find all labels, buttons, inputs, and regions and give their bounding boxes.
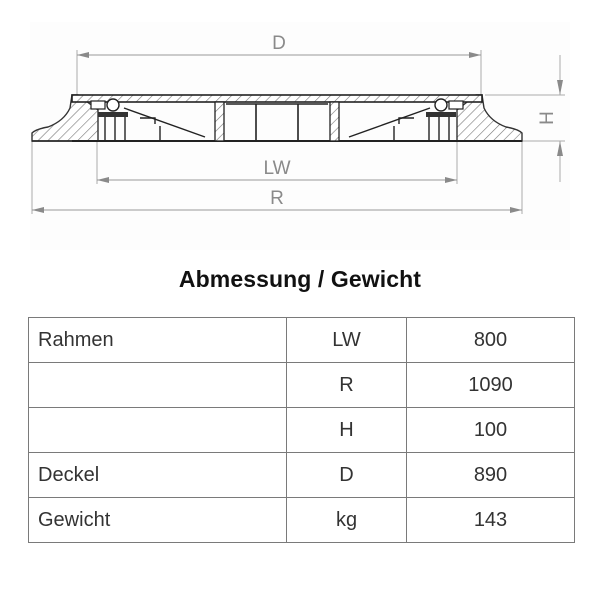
table-row: R 1090 <box>28 362 575 408</box>
symbol-cell: kg <box>286 497 407 543</box>
table-row: Rahmen LW 800 <box>28 317 575 363</box>
label-r: R <box>270 188 284 209</box>
symbol-cell: R <box>286 362 407 408</box>
dimension-lines <box>32 52 522 213</box>
value-cell: 143 <box>406 497 575 543</box>
extension-lines <box>31 50 565 214</box>
table-title: Abmessung / Gewicht <box>178 266 422 292</box>
part-cell <box>28 407 287 453</box>
table-row: H 100 <box>28 407 575 453</box>
table-row: Deckel D 890 <box>28 452 575 498</box>
part-cell: Gewicht <box>28 497 287 543</box>
symbol-cell: D <box>286 452 407 498</box>
label-lw: LW <box>263 158 290 179</box>
cross-section-drawing: D LW R H <box>31 33 565 214</box>
part-cell: Deckel <box>28 452 287 498</box>
dimension-table: Rahmen LW 800 R 1090 H 100 Deckel D 890 … <box>28 317 575 543</box>
value-cell: 800 <box>406 317 575 363</box>
table-row: Gewicht kg 143 <box>28 497 575 543</box>
label-h: H <box>537 111 558 125</box>
label-d: D <box>272 33 286 54</box>
symbol-cell: H <box>286 407 407 453</box>
value-cell: 100 <box>406 407 575 453</box>
value-cell: 890 <box>406 452 575 498</box>
part-cell <box>28 362 287 408</box>
part-cell: Rahmen <box>28 317 287 363</box>
value-cell: 1090 <box>406 362 575 408</box>
symbol-cell: LW <box>286 317 407 363</box>
